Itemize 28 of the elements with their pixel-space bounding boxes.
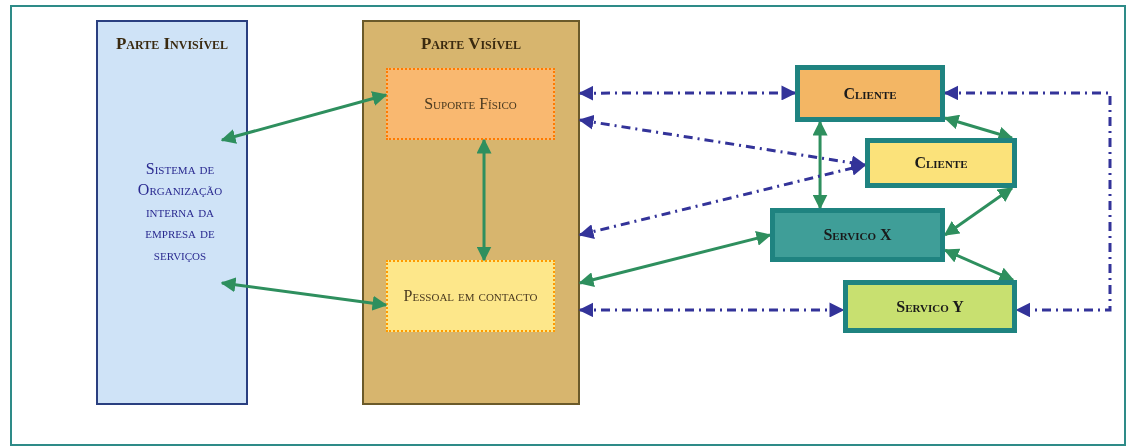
double-arrow (812, 120, 828, 210)
double-arrow (476, 138, 492, 262)
process-box (795, 65, 945, 122)
process-box (865, 138, 1017, 188)
box-label: Cliente (913, 153, 969, 174)
double-arrow (943, 248, 1015, 282)
double-arrow (220, 91, 388, 144)
process-box (843, 280, 1017, 333)
body-text: Sistema de Organização interna da empresa de serviços (136, 158, 224, 265)
panel (96, 20, 248, 405)
dash-dot-arrow (943, 85, 1112, 318)
double-arrow (943, 186, 1014, 237)
process-box (386, 68, 555, 140)
panel (362, 20, 580, 405)
process-box (770, 208, 945, 262)
panel-title: Parte Visível (420, 34, 522, 54)
dash-dot-arrow (578, 160, 867, 239)
box-label: Servico X (822, 225, 893, 246)
process-box (386, 260, 555, 332)
dash-dot-arrow (578, 85, 797, 101)
panel-title: Parte Invisível (115, 34, 229, 54)
double-arrow (578, 231, 772, 287)
box-label: Servico Y (895, 296, 965, 317)
dash-dot-arrow (578, 302, 845, 318)
box-label: Cliente (842, 83, 898, 104)
double-arrow (220, 277, 388, 311)
box-label: Suporte Físico (423, 94, 518, 115)
box-label: Pessoal em contacto (402, 286, 539, 307)
